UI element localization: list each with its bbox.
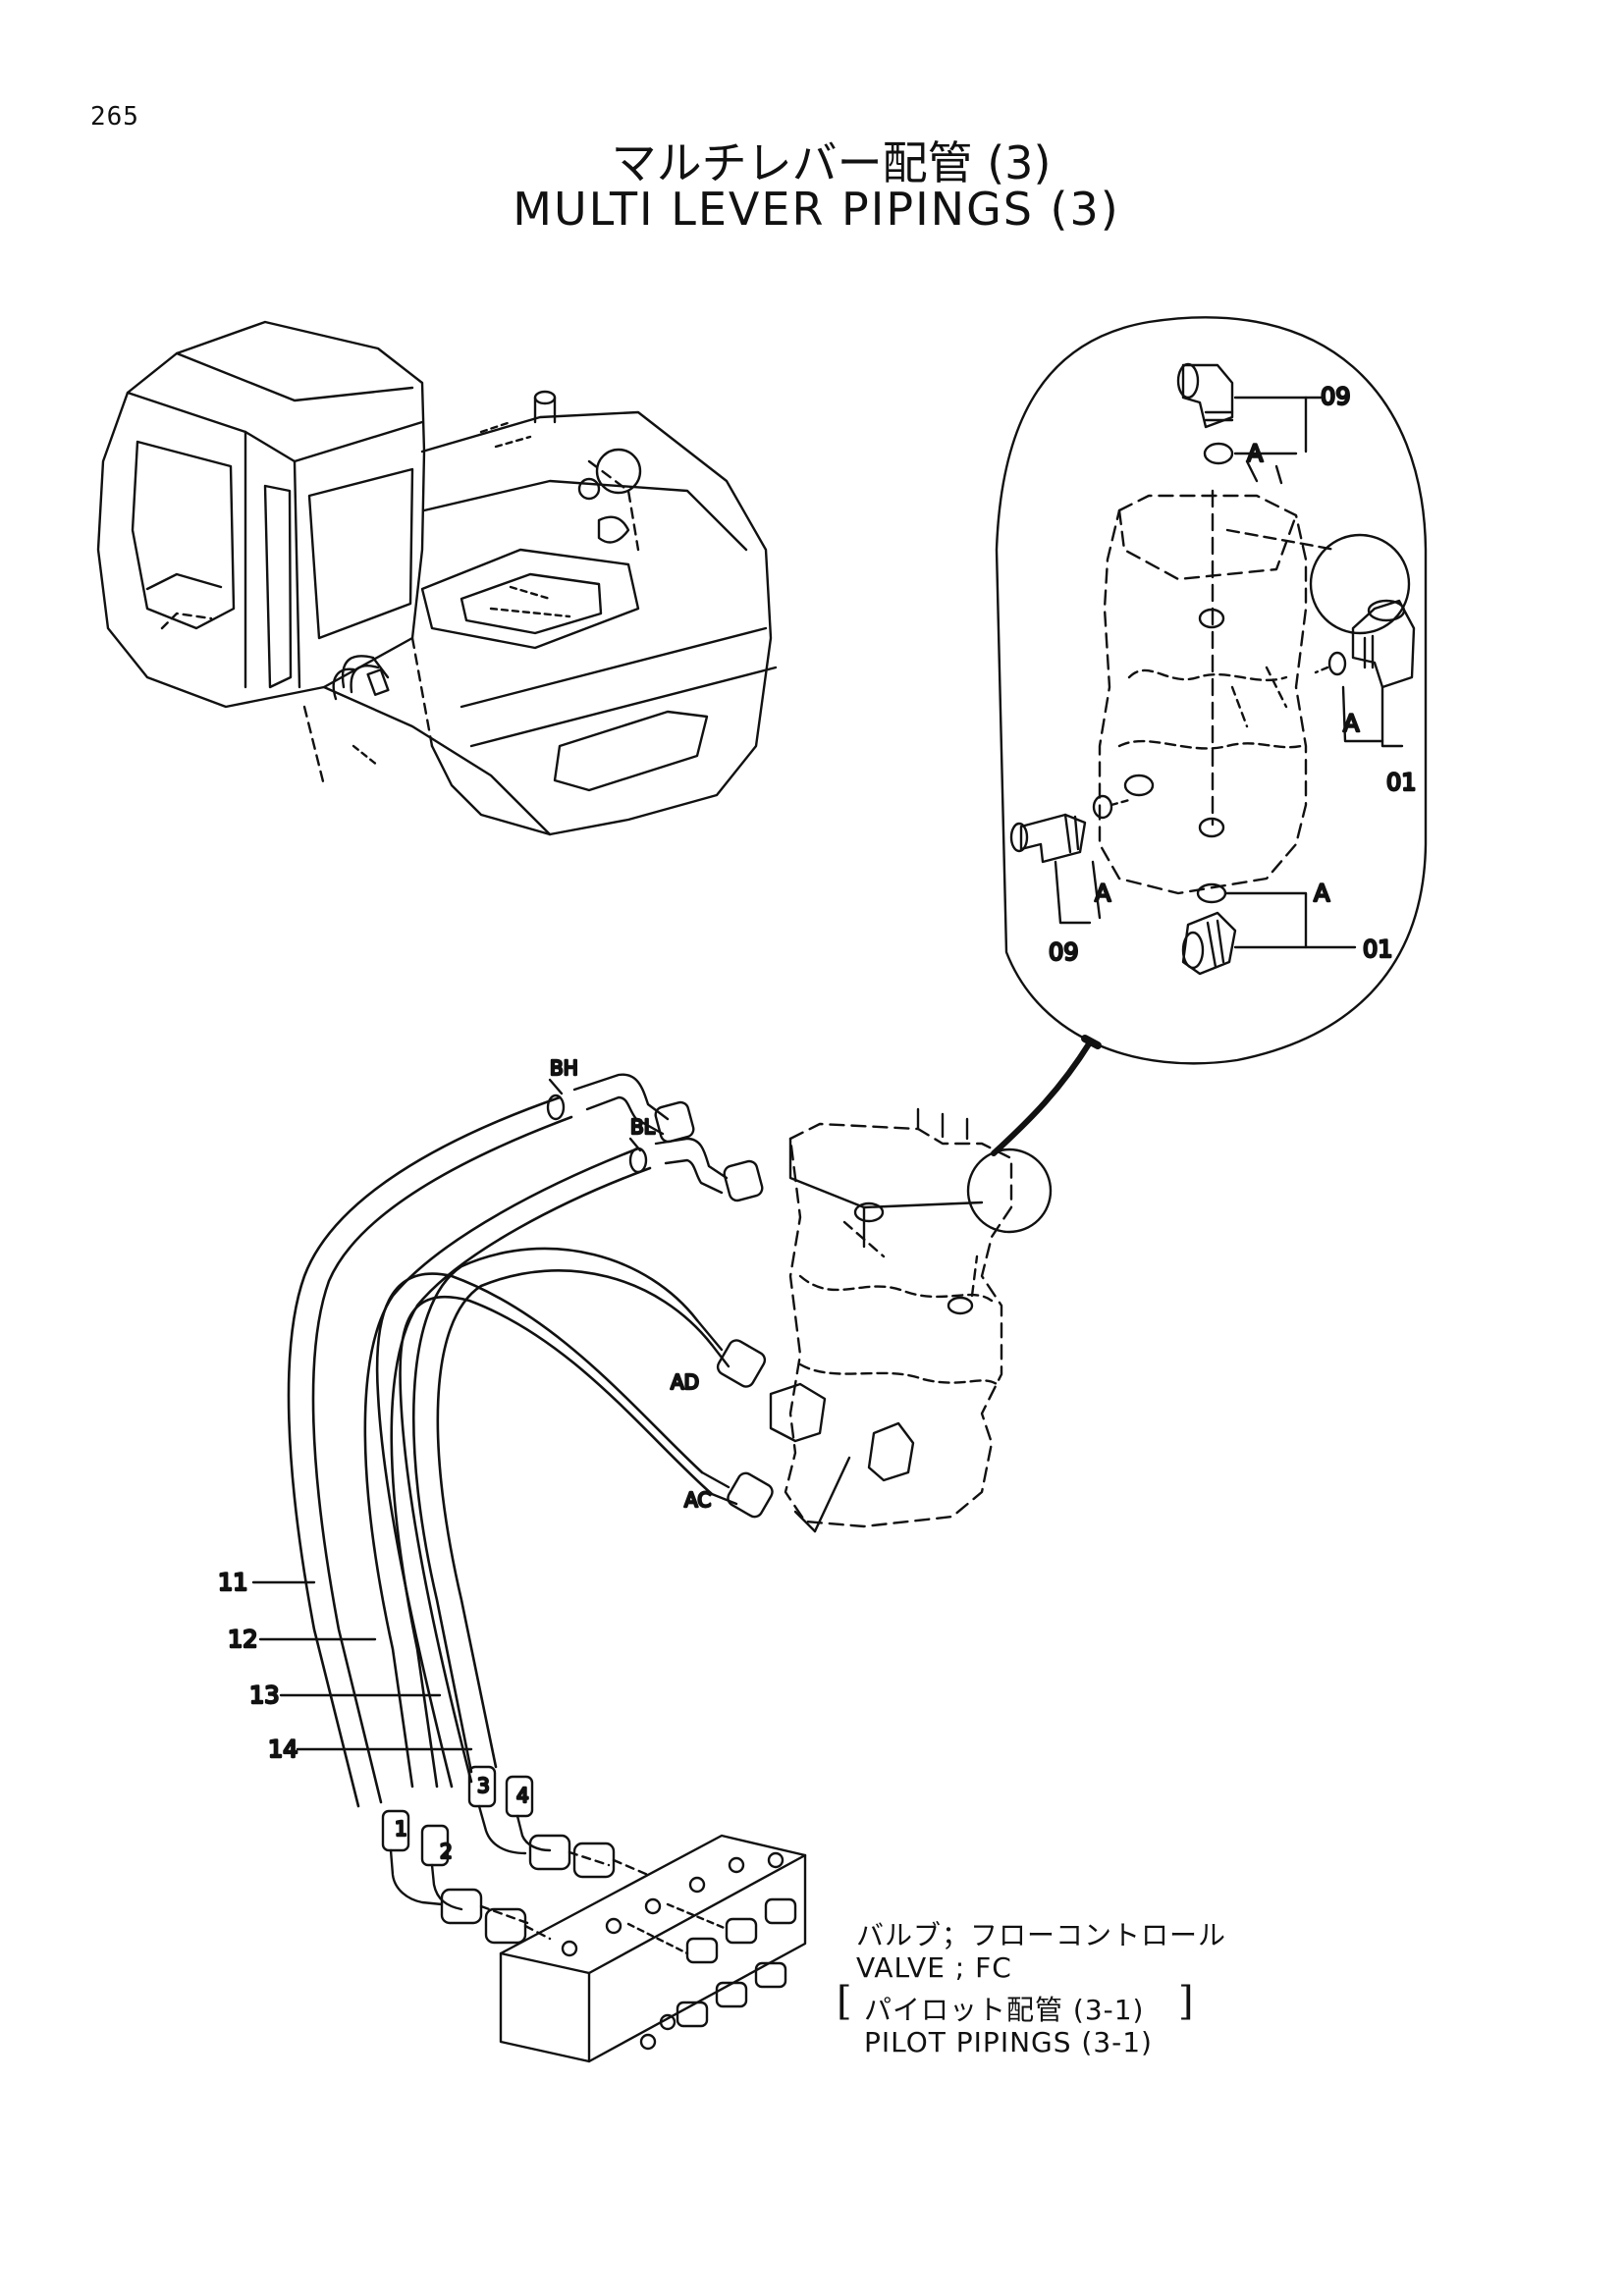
hose-tag-2: 2 <box>440 1840 453 1863</box>
page-title-jp: マルチレバー配管 (3) <box>611 136 1052 189</box>
port-label-ad: AD <box>671 1370 699 1394</box>
excavator-illustration <box>96 320 778 836</box>
detail-label-01-bottom: 01 <box>1363 935 1393 963</box>
hoses <box>287 1073 774 1808</box>
port-label-bl: BL <box>630 1115 656 1139</box>
detail-label-a-right: A <box>1343 710 1360 737</box>
note-pilot-jp: パイロット配管 (3-1) <box>864 1994 1145 2026</box>
main-valve <box>769 1107 1053 1533</box>
fc-valve-block <box>499 1834 807 2063</box>
note-pilot-en: PILOT PIPINGS (3-1) <box>864 2026 1153 2058</box>
detail-label-a-top: A <box>1247 440 1264 467</box>
hose-end-fittings <box>381 1765 650 1945</box>
detail-label-a-bottom: A <box>1314 880 1330 907</box>
callout-12: 12 <box>228 1626 258 1653</box>
page-number: 265 <box>90 102 139 132</box>
detail-fittings <box>1009 362 1416 976</box>
detail-label-01-right: 01 <box>1386 769 1417 796</box>
hose-tag-3: 3 <box>477 1774 490 1797</box>
detail-label-09-bottom: 09 <box>1049 938 1079 966</box>
detail-label-a-left: A <box>1095 880 1111 907</box>
port-label-ac: AC <box>684 1488 711 1512</box>
hose-tags: 1 2 3 4 <box>394 1773 530 1864</box>
detail-bubble <box>991 316 1428 1156</box>
note-bracket-close: ] <box>1178 1979 1194 2024</box>
detail-valve-body <box>1098 459 1411 895</box>
detail-label-09-top: 09 <box>1321 383 1351 410</box>
note-bracket-open: [ <box>837 1979 852 2024</box>
note-valve-en: VALVE ; FC <box>856 1951 1012 1984</box>
callout-13: 13 <box>249 1682 280 1709</box>
port-label-bh: BH <box>550 1056 578 1080</box>
note-valve-jp: バルブ；フローコントロール <box>856 1919 1227 1951</box>
callout-14: 14 <box>268 1735 298 1763</box>
hose-tag-4: 4 <box>516 1784 529 1807</box>
page-title-en: MULTI LEVER PIPINGS (3) <box>513 183 1120 236</box>
callout-11: 11 <box>218 1569 248 1596</box>
hose-tag-1: 1 <box>395 1817 407 1841</box>
